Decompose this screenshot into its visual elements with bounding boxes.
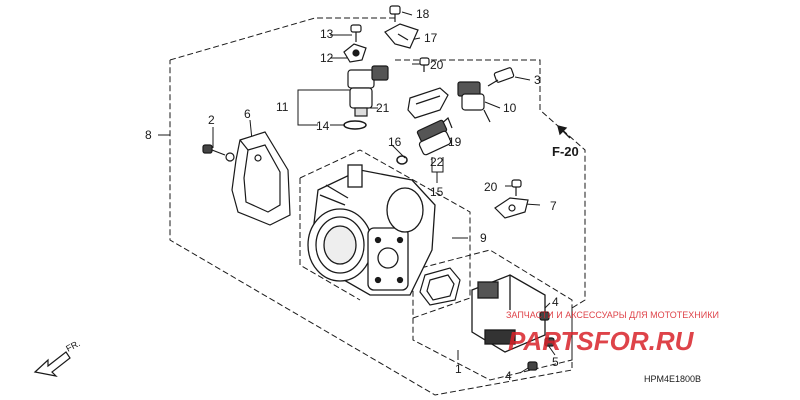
watermark-tagline: ЗАПЧАСТИ И АКСЕССУАРЫ ДЛЯ МОТОТЕХНИКИ	[506, 310, 719, 320]
callout-12: 12	[320, 51, 334, 65]
callout-2: 2	[208, 113, 215, 127]
callout-9: 9	[480, 231, 487, 245]
bolt-2	[202, 144, 235, 162]
bracket-7	[494, 197, 529, 219]
callout-8: 8	[145, 128, 152, 142]
callout-20-right: 20	[484, 180, 498, 194]
bolt-13	[350, 24, 362, 42]
o-ring-16	[396, 155, 408, 165]
o-ring-14	[343, 120, 367, 130]
front-direction-arrow-icon	[33, 351, 71, 377]
clamp-17	[384, 23, 419, 49]
throttle-body-9	[307, 164, 436, 296]
callout-17: 17	[424, 31, 438, 45]
callout-1: 1	[455, 362, 462, 376]
reference-arrow-icon	[557, 125, 571, 139]
front-direction-label: FR.	[64, 338, 81, 354]
bolt-20-right	[511, 179, 522, 196]
bolt-20-top	[419, 57, 430, 72]
fitting-3	[487, 67, 515, 87]
sensor-10	[457, 81, 491, 123]
callout-6: 6	[244, 107, 251, 121]
callout-20-top: 20	[430, 58, 444, 72]
callout-4-top: 4	[552, 295, 559, 309]
bolt-18	[389, 5, 401, 22]
callout-4-bottom: 4	[505, 369, 512, 383]
watermark: ЗАПЧАСТИ И АКСЕССУАРЫ ДЛЯ МОТОТЕХНИКИ PA…	[506, 310, 719, 356]
cover-6	[231, 131, 291, 226]
assembly-boundary-1	[412, 249, 573, 381]
assembly-boundary-9	[299, 149, 471, 319]
callout-5: 5	[552, 355, 559, 369]
callout-14: 14	[316, 119, 330, 133]
watermark-brand: PARTSFOR.RU	[508, 326, 695, 356]
sensor-unit-1	[471, 274, 546, 353]
hose-bracket	[407, 87, 449, 119]
reference-label: F-20	[552, 144, 579, 159]
callout-16: 16	[388, 135, 402, 149]
callout-13: 13	[320, 27, 334, 41]
callout-15: 15	[430, 185, 444, 199]
callout-21: 21	[376, 101, 390, 115]
callout-labels: 1 2 3 4 4 5 6 7 8 9 10 11 12 13 14 15 16…	[64, 7, 701, 384]
callout-19: 19	[448, 135, 462, 149]
callout-11: 11	[276, 100, 289, 114]
callout-3: 3	[534, 73, 541, 87]
diagram-code: HPM4E1800B	[644, 374, 701, 384]
sensor-11	[347, 65, 389, 117]
injector-22	[416, 119, 452, 156]
screws-4-5	[527, 311, 555, 371]
bracket-12	[343, 43, 367, 63]
callout-7: 7	[550, 199, 557, 213]
callout-18: 18	[416, 7, 430, 21]
gasket	[419, 267, 461, 306]
callout-22: 22	[430, 155, 444, 169]
callout-10: 10	[503, 101, 517, 115]
